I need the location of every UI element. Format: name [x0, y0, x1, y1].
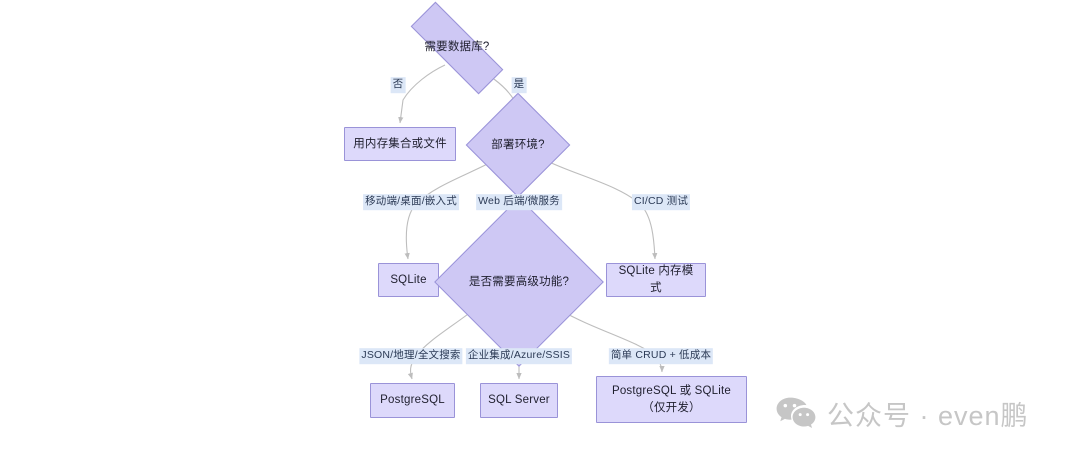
edge-label: CI/CD 测试	[631, 194, 691, 210]
node-label: PostgreSQL	[380, 394, 445, 407]
watermark-text: 公众号 · even鹏	[827, 400, 1029, 431]
edge-label: 是	[511, 77, 527, 93]
node-label: SQLite 内存模式	[618, 265, 694, 294]
edge-label: Web 后端/微服务	[476, 194, 562, 210]
node-label: SQL Server	[488, 394, 550, 407]
process-node[interactable]: SQLite 内存模式	[606, 263, 706, 297]
decision-node[interactable]: 是否需要高级功能?	[434, 197, 604, 367]
decision-node[interactable]: 部署环境?	[465, 92, 571, 198]
node-label: SQLite	[390, 273, 427, 286]
node-label: 需要数据库?	[424, 41, 490, 54]
node-label: 用内存集合或文件	[353, 137, 447, 150]
process-node[interactable]: 用内存集合或文件	[344, 127, 456, 161]
edge-label: 移动端/桌面/嵌入式	[363, 194, 459, 210]
edge-label: 简单 CRUD + 低成本	[608, 348, 714, 364]
node-label: PostgreSQL 或 SQLite（仅开发）	[611, 384, 732, 414]
watermark: 公众号 · even鹏	[776, 397, 1029, 435]
edge-label: JSON/地理/全文搜索	[359, 348, 463, 364]
process-node[interactable]: SQL Server	[480, 383, 558, 418]
edge-label: 企业集成/Azure/SSIS	[465, 348, 573, 364]
decision-node[interactable]: 需要数据库?	[410, 1, 504, 94]
process-node[interactable]: PostgreSQL 或 SQLite（仅开发）	[596, 376, 747, 423]
process-node[interactable]: SQLite	[378, 263, 439, 297]
edge-label: 否	[390, 77, 406, 93]
process-node[interactable]: PostgreSQL	[370, 383, 455, 418]
flow-edge	[398, 64, 446, 124]
wechat-icon	[776, 397, 816, 435]
node-label: 是否需要高级功能?	[468, 275, 570, 288]
node-label: 部署环境?	[491, 138, 545, 151]
